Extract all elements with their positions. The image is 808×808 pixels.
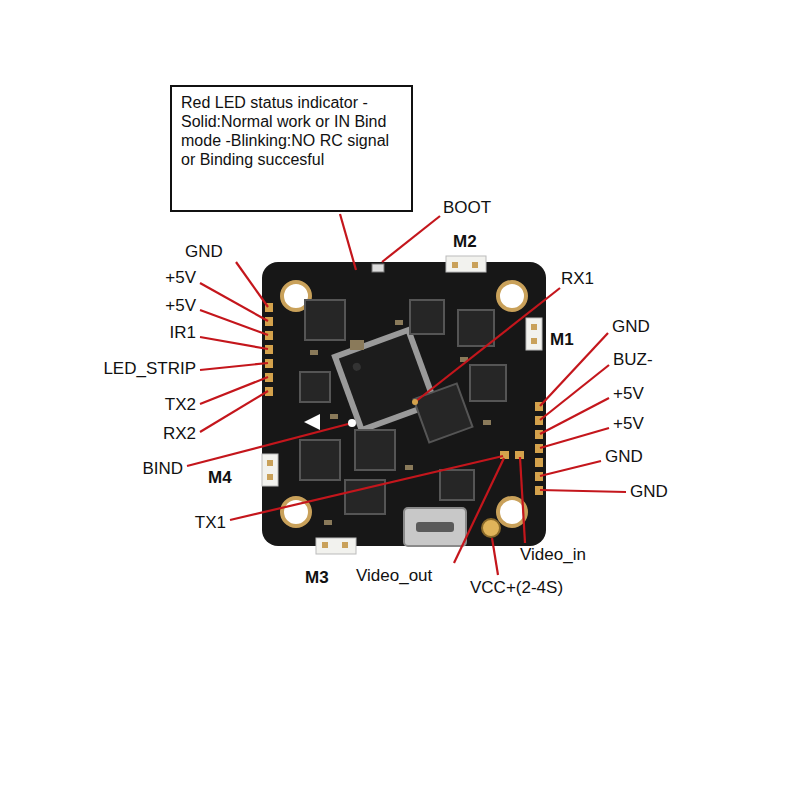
pin-label: +5V — [165, 295, 196, 317]
bind-pad — [348, 419, 356, 427]
pin-label: GND — [612, 316, 650, 338]
pin-label: TX2 — [165, 394, 196, 416]
pin-label: +5V — [613, 383, 644, 405]
pin-label: Video_out — [356, 565, 432, 587]
pin-label: GND — [605, 446, 643, 468]
orientation-arrow — [304, 414, 320, 430]
motor-connectors — [262, 256, 542, 554]
pin-label: IR1 — [170, 322, 196, 344]
pin-label: Video_in — [520, 544, 586, 566]
note-text: Red LED status indicator -Solid:Normal w… — [181, 93, 402, 169]
pin-label: BUZ- — [613, 349, 653, 371]
usb-port — [404, 508, 466, 546]
pin-label: BIND — [142, 458, 183, 480]
pin-label: BOOT — [443, 197, 491, 219]
rx1-pad — [412, 399, 418, 405]
motor-label: M4 — [208, 467, 232, 489]
pin-label: GND — [630, 481, 668, 503]
boot-button — [372, 264, 384, 272]
pin-label: LED_STRIP — [103, 358, 196, 380]
pin-label: VCC+(2-4S) — [470, 577, 563, 599]
connector-pins — [267, 262, 537, 548]
leader-lines — [187, 214, 626, 575]
callout-box: Red LED status indicator -Solid:Normal w… — [170, 85, 413, 212]
pin-label: RX2 — [163, 423, 196, 445]
vcc-pad — [482, 519, 500, 537]
motor-label: M2 — [453, 231, 477, 253]
pin-label: +5V — [165, 267, 196, 289]
pin-label: RX1 — [561, 268, 594, 290]
pin-label: GND — [185, 241, 223, 263]
pin-label: TX1 — [195, 512, 226, 534]
motor-label: M3 — [305, 567, 329, 589]
motor-label: M1 — [550, 329, 574, 351]
pin-label: +5V — [613, 413, 644, 435]
chips — [300, 300, 506, 514]
